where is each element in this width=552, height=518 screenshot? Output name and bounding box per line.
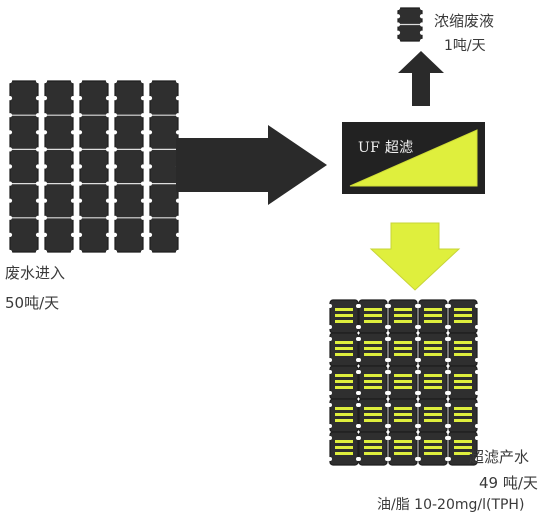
drum-icon — [79, 80, 109, 253]
permeate-title: 超滤产水 — [469, 448, 530, 466]
concentrate-drum-icon — [395, 5, 425, 44]
concentrate-title: 浓缩废液 — [434, 12, 495, 30]
permeate-rate: 49 吨/天 — [479, 474, 538, 492]
concentrate-rate: 1吨/天 — [444, 38, 486, 54]
main-right-arrow-icon — [176, 125, 327, 205]
inflow-rate: 50吨/天 — [5, 294, 60, 312]
uf-process-label: UF 超滤 — [358, 140, 414, 156]
inflow-drums-icon — [7, 78, 181, 255]
permeate-quality: 油/脂 10-20mg/l(TPH) — [377, 497, 525, 513]
permeate-drums-icon — [328, 299, 479, 466]
up-arrow-icon — [398, 51, 444, 106]
down-arrow-icon — [369, 222, 461, 291]
uf-process-block-icon — [342, 122, 485, 194]
drum-icon — [9, 80, 39, 253]
drum-icon — [114, 80, 144, 253]
inflow-title: 废水进入 — [5, 264, 66, 282]
drum-icon — [44, 80, 74, 253]
drum-icon — [149, 80, 179, 253]
